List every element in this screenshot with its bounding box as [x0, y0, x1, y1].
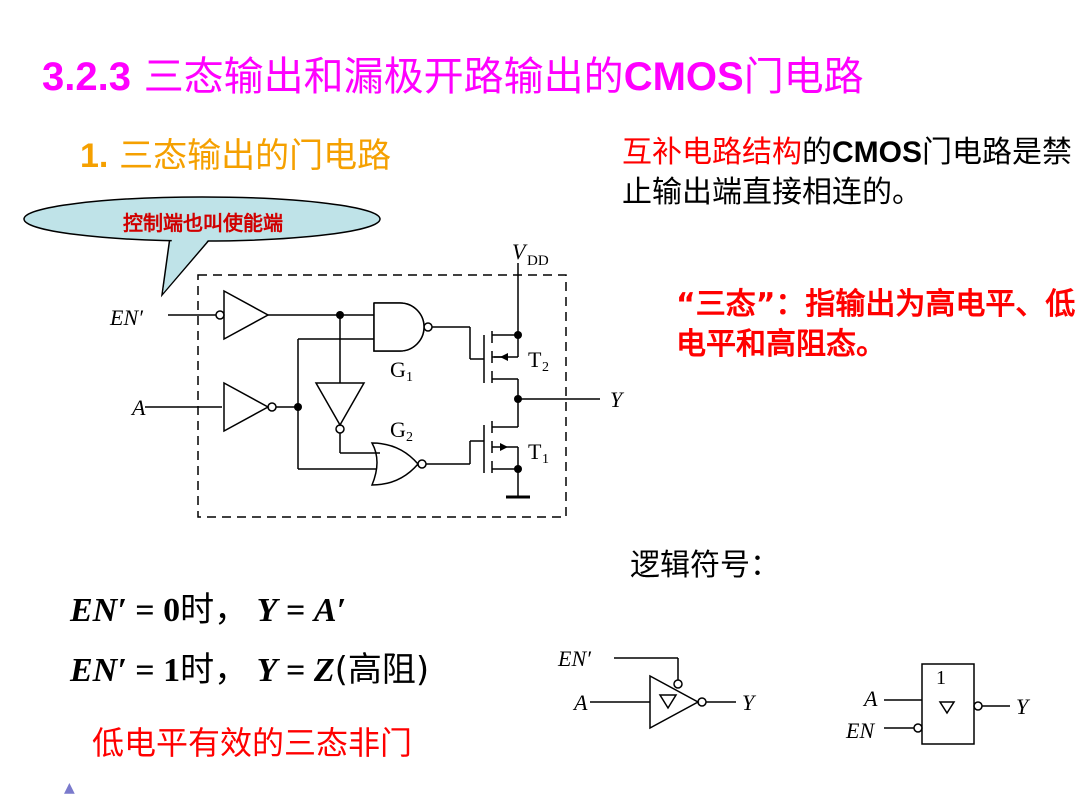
- equation-en-0: EN′ = 0时， Y = A′: [70, 582, 346, 631]
- vdd-label: V: [512, 239, 528, 264]
- eq1-rhs-val: A′: [313, 592, 347, 629]
- tristate-circuit-diagram: V DD EN′ A Y G 1 G 2 T 2 T 1: [109, 239, 625, 518]
- y-label: Y: [610, 387, 625, 412]
- eq2-cn: 时，: [180, 650, 249, 690]
- s1-en-label: EN′: [557, 646, 592, 671]
- g1-sub: 1: [406, 370, 413, 385]
- logic-symbol-iec: 1 A EN Y: [845, 663, 1031, 745]
- vdd-sub: DD: [527, 253, 549, 269]
- eq2-rhs-var: Y: [256, 652, 278, 689]
- eq2-lhs: EN′: [70, 652, 127, 689]
- eq2-tail: (高阻): [334, 650, 430, 690]
- eq1-eq: = 0: [126, 592, 181, 629]
- s1-y-label: Y: [742, 690, 757, 715]
- subtitle-number: 1.: [80, 137, 109, 175]
- gate-g1-nand: [373, 302, 425, 352]
- title-section-number: 3.2.3: [42, 55, 131, 99]
- s2-a-label: A: [862, 686, 878, 711]
- eq1-rhs: =: [277, 592, 314, 629]
- en-label: EN′: [109, 305, 144, 330]
- circuit-boundary: [197, 274, 567, 518]
- logic-symbol-label: 逻辑符号：: [630, 548, 780, 583]
- s2-en-label: EN: [845, 718, 875, 743]
- gate-g2-nor: [370, 442, 419, 486]
- g2-label: G: [390, 417, 406, 442]
- callout-text: 控制端也叫使能端: [123, 211, 283, 235]
- eq1-cn: 时，: [180, 590, 249, 630]
- note1-red: 互补电路结构: [622, 135, 802, 170]
- s2-y-label: Y: [1016, 694, 1031, 719]
- note1-cmos: CMOS: [832, 136, 922, 169]
- input-buffer-a: [223, 381, 270, 433]
- t1-sub: 1: [542, 452, 549, 467]
- callout-bubble: [23, 196, 381, 298]
- logic-symbol-distinctive: EN′ A Y: [557, 646, 757, 730]
- inverter-en: [314, 382, 366, 427]
- title-tail: 门电路: [743, 54, 864, 100]
- g2-sub: 2: [406, 430, 413, 445]
- g1-label: G: [390, 357, 406, 382]
- input-buffer-en: [223, 289, 270, 341]
- s1-a-label: A: [572, 690, 588, 715]
- slide-title: 3.2.3 三态输出和漏极开路输出的CMOS门电路: [42, 44, 864, 102]
- eq2-rhs: =: [277, 652, 314, 689]
- eq2-eq: = 1: [126, 652, 181, 689]
- bottom-note: 低电平有效的三态非门: [92, 724, 413, 762]
- equation-en-1: EN′ = 1时， Y = Z(高阻): [70, 642, 429, 691]
- t2-label: T: [528, 347, 542, 372]
- t2-sub: 2: [542, 360, 549, 375]
- eq1-rhs-var: Y: [256, 592, 278, 629]
- title-chinese: 三态输出和漏极开路输出的: [143, 54, 624, 100]
- eq1-lhs: EN′: [70, 592, 127, 629]
- note1-tail: 门电路是禁止输出端直接相连的。: [622, 135, 1072, 210]
- note-tristate: “三态”：指输出为高电平、低电平和高阻态。: [676, 287, 1076, 362]
- s2-one-label: 1: [936, 667, 946, 689]
- note1-mid: 的: [802, 135, 832, 170]
- note-complementary: 互补电路结构的CMOS门电路是禁止输出端直接相连的。: [622, 133, 1080, 213]
- a-label: A: [130, 395, 146, 420]
- title-cmos: CMOS: [623, 55, 744, 99]
- eq2-rhs-val: Z: [313, 652, 335, 689]
- t1-label: T: [528, 439, 542, 464]
- triangle-icon: ▲: [64, 780, 75, 796]
- subtitle: 1. 三态输出的门电路: [80, 128, 391, 177]
- subtitle-text: 三态输出的门电路: [119, 136, 392, 176]
